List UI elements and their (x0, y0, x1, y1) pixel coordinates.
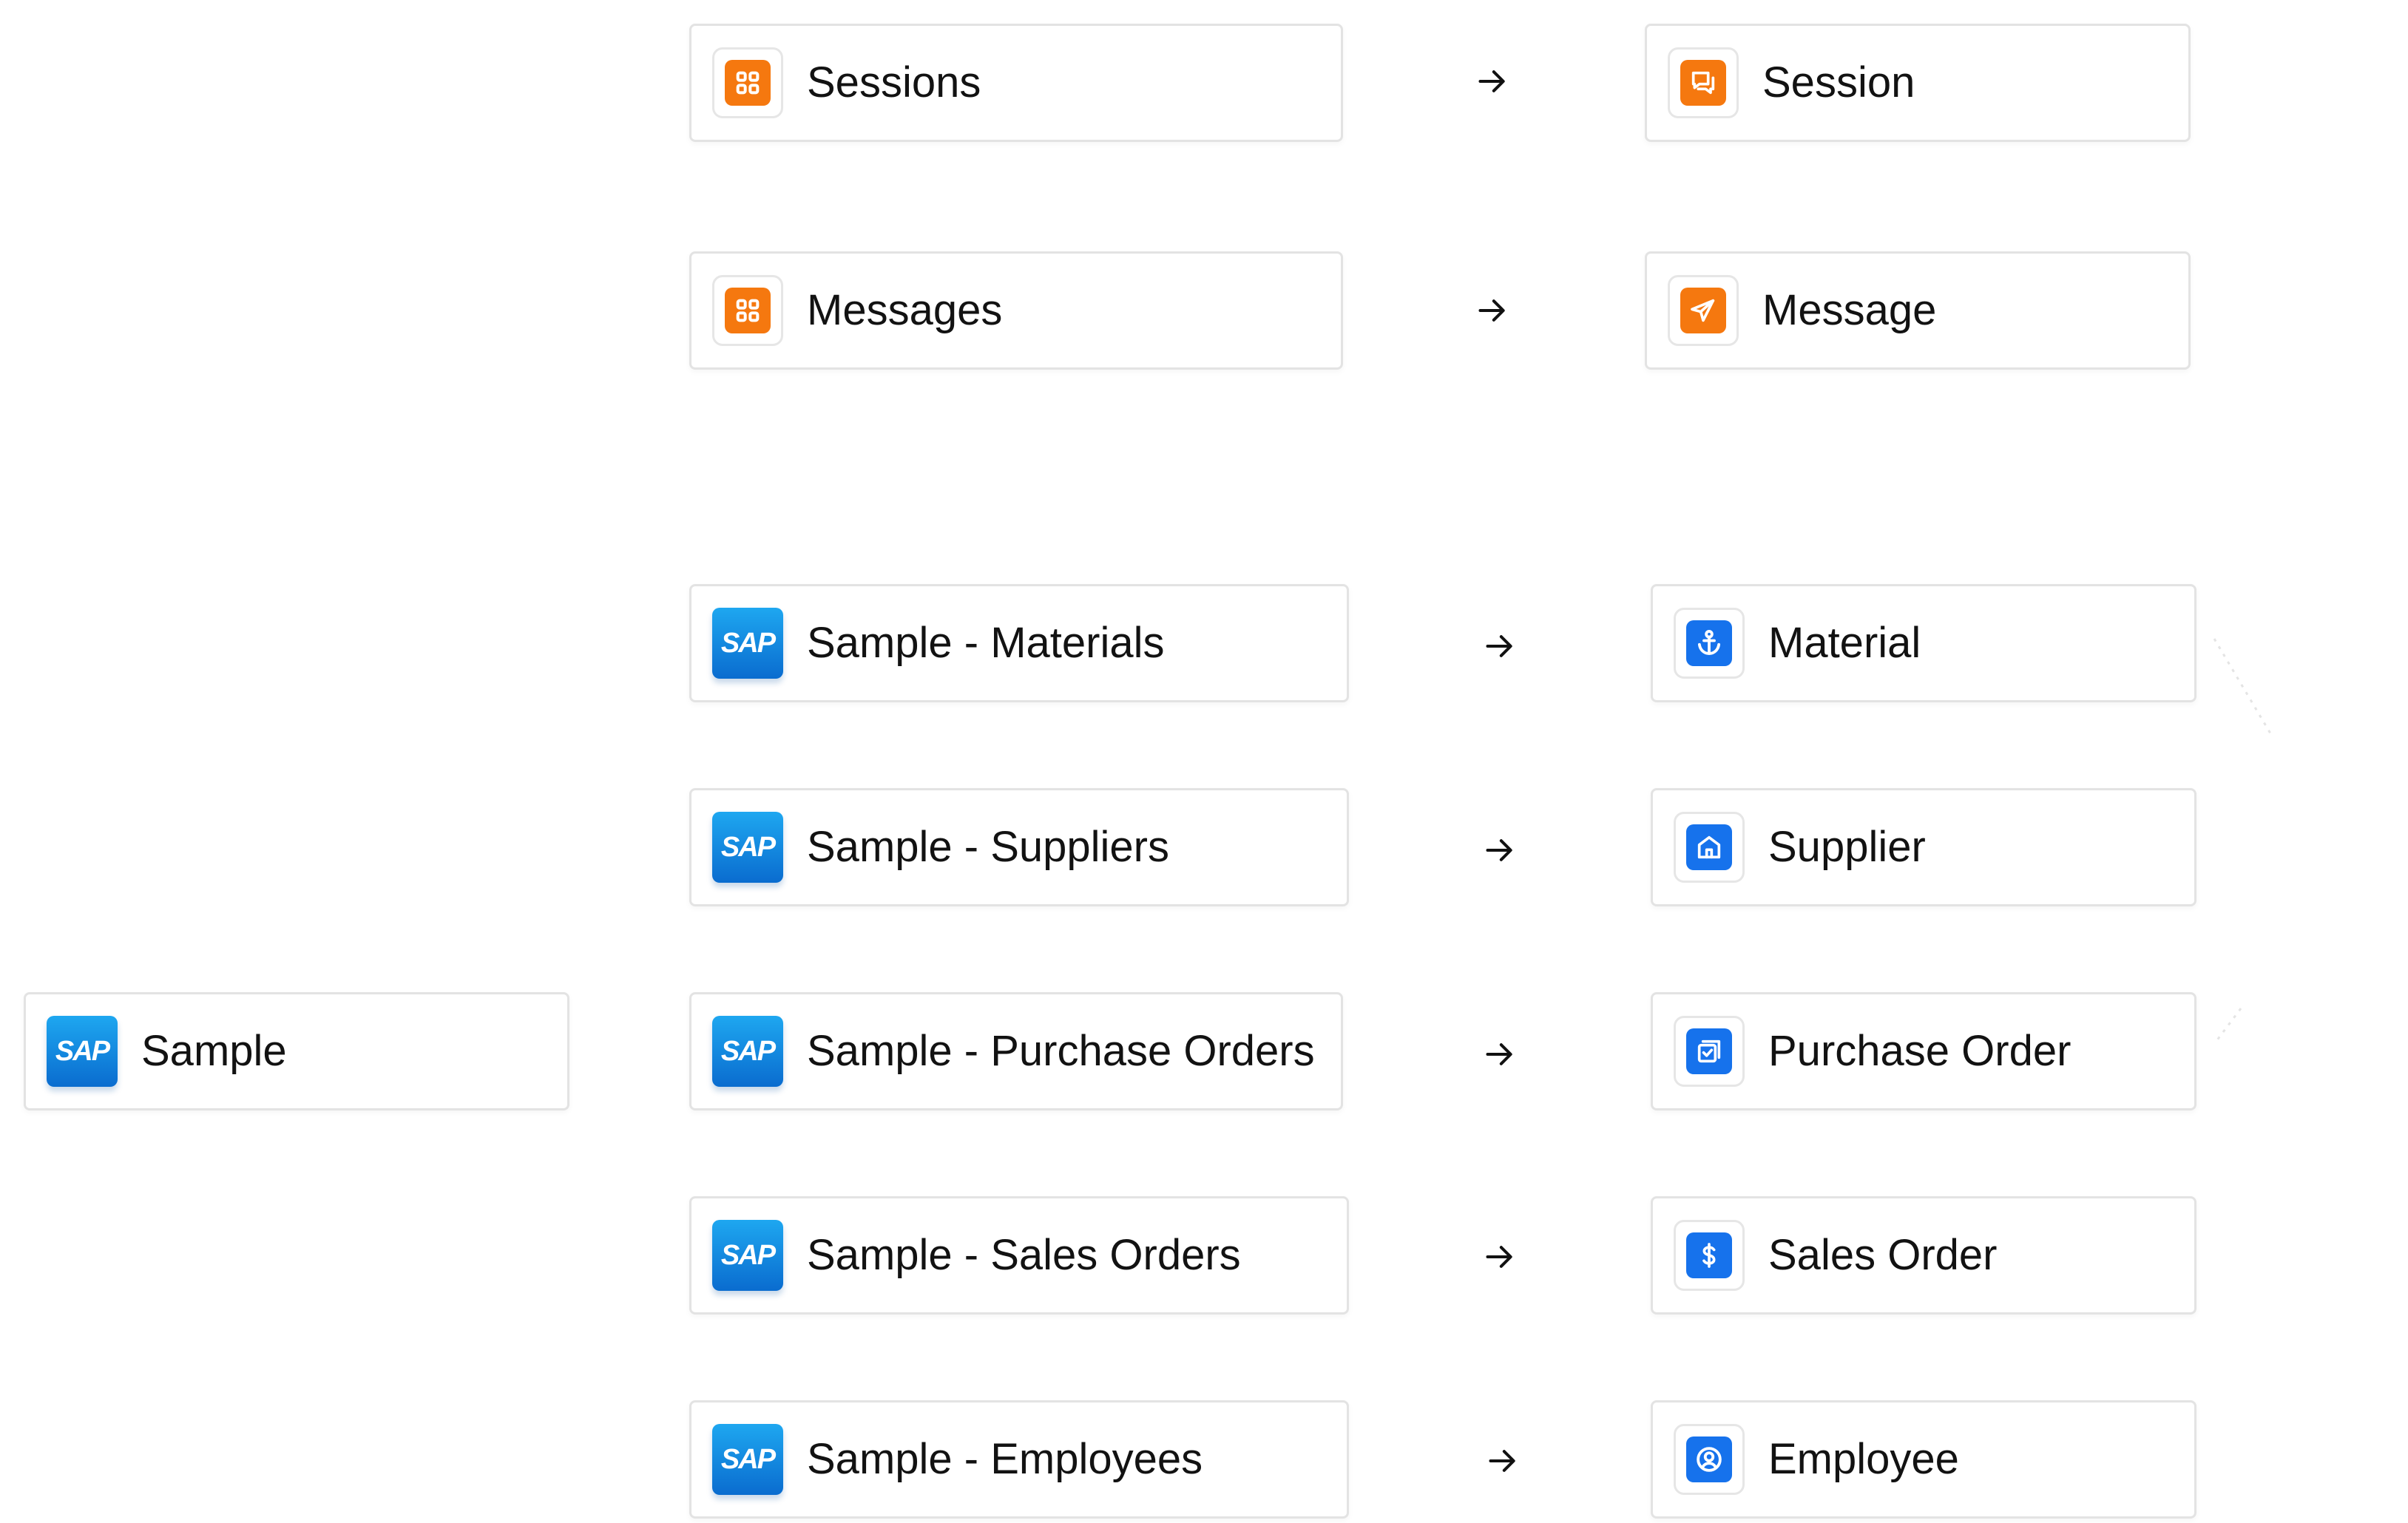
target-node-supplier[interactable]: Supplier (1651, 788, 2196, 906)
user-icon (1674, 1424, 1745, 1495)
node-label: Messages (807, 286, 1003, 334)
grid-icon (712, 275, 783, 346)
sap-logo: SAP (712, 812, 783, 883)
arrow-right-icon (1486, 1246, 1512, 1268)
faint-connector-line (2213, 638, 2272, 734)
arrow-right-icon (1486, 635, 1512, 657)
node-label: Supplier (1768, 823, 1926, 871)
target-node-message[interactable]: Message (1645, 251, 2191, 370)
checklist-icon (1674, 1016, 1745, 1087)
node-label: Sales Order (1768, 1231, 1998, 1279)
node-label: Employee (1768, 1435, 1959, 1483)
node-label: Message (1762, 286, 1937, 334)
node-label: Sample - Sales Orders (807, 1231, 1241, 1279)
target-node-purchase-order[interactable]: Purchase Order (1651, 992, 2196, 1110)
sap-logo: SAP (712, 1424, 783, 1495)
arrow-right-icon (1478, 70, 1505, 92)
arrow-right-icon (1478, 299, 1505, 322)
node-label: Sample (141, 1027, 287, 1075)
source-node-sessions[interactable]: Sessions (689, 24, 1343, 142)
source-node-sample-materials[interactable]: SAP Sample - Materials (689, 584, 1349, 702)
node-label: Sample - Employees (807, 1435, 1203, 1483)
source-node-messages[interactable]: Messages (689, 251, 1343, 370)
node-label: Sessions (807, 58, 981, 106)
node-label: Material (1768, 619, 1921, 667)
sap-logo: SAP (712, 608, 783, 679)
send-icon (1668, 275, 1739, 346)
target-node-employee[interactable]: Employee (1651, 1400, 2196, 1519)
grid-icon (712, 47, 783, 118)
home-icon (1674, 812, 1745, 883)
node-label: Sample - Purchase Orders (807, 1027, 1315, 1075)
arrow-right-icon (1486, 839, 1512, 861)
source-node-sample-purchase-orders[interactable]: SAP Sample - Purchase Orders (689, 992, 1343, 1110)
sap-logo: SAP (712, 1220, 783, 1291)
anchor-icon (1674, 608, 1745, 679)
chat-icon (1668, 47, 1739, 118)
node-label: Purchase Order (1768, 1027, 2072, 1075)
faint-connector-line (2213, 1008, 2242, 1045)
sap-logo: SAP (712, 1016, 783, 1087)
dollar-icon (1674, 1220, 1745, 1291)
sap-logo: SAP (47, 1016, 118, 1087)
root-node-sample[interactable]: SAP Sample (24, 992, 569, 1110)
source-node-sample-employees[interactable]: SAP Sample - Employees (689, 1400, 1349, 1519)
source-node-sample-suppliers[interactable]: SAP Sample - Suppliers (689, 788, 1349, 906)
node-label: Session (1762, 58, 1915, 106)
target-node-sales-order[interactable]: Sales Order (1651, 1196, 2196, 1315)
target-node-session[interactable]: Session (1645, 24, 2191, 142)
node-label: Sample - Materials (807, 619, 1165, 667)
target-node-material[interactable]: Material (1651, 584, 2196, 702)
arrow-right-icon (1489, 1450, 1515, 1472)
node-label: Sample - Suppliers (807, 823, 1169, 871)
arrow-right-icon (1486, 1043, 1512, 1065)
source-node-sample-sales-orders[interactable]: SAP Sample - Sales Orders (689, 1196, 1349, 1315)
